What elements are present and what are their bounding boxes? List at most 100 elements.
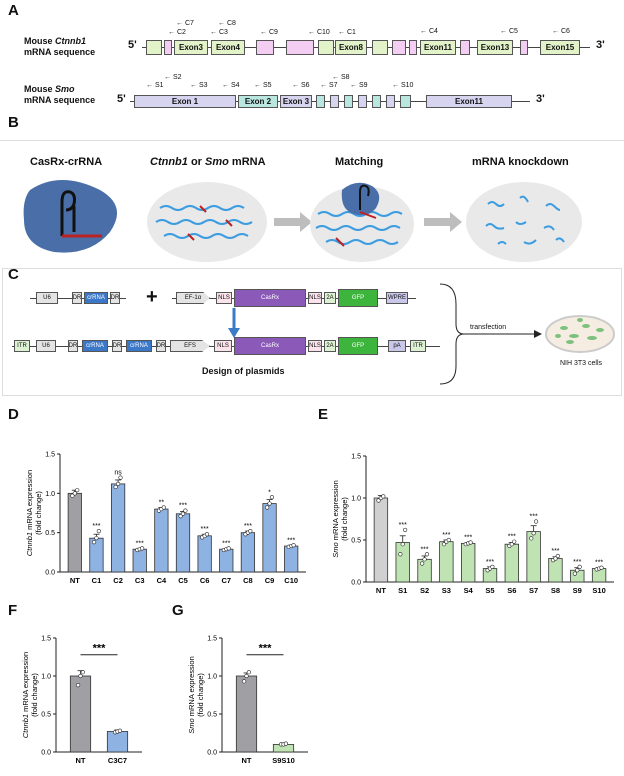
- x-tick-label: S3: [442, 586, 451, 595]
- primer-s2: ← S2: [164, 74, 182, 81]
- dr-element: DR: [72, 292, 82, 304]
- y-axis-label: Smo mRNA expression: [187, 656, 196, 734]
- data-point: [118, 475, 123, 480]
- ctnnb1-exon-box: [286, 40, 314, 55]
- panel-c-frame: [2, 268, 622, 396]
- bar: [197, 535, 212, 573]
- data-point: [599, 565, 604, 570]
- smo-exon11: Exon11: [426, 95, 512, 108]
- data-point: [248, 528, 253, 534]
- y-axis-rest: mRNA expression: [21, 652, 30, 714]
- y-tick-label: 0.5: [45, 530, 55, 537]
- bound-guide: [359, 211, 377, 219]
- y-tick-label: 1.5: [351, 454, 361, 461]
- bar: [395, 542, 410, 583]
- y-axis-label: Ctnnb1 mRNA expression: [25, 470, 34, 556]
- data-point: [72, 491, 77, 496]
- primer-s10: ← S10: [392, 82, 414, 89]
- bar: [548, 558, 563, 583]
- primer-s1: ← S1: [146, 82, 164, 89]
- petri-dish: [545, 315, 615, 353]
- data-point: [376, 498, 381, 503]
- bar: [262, 503, 277, 573]
- significance-label: **: [159, 499, 165, 506]
- target-site: [199, 205, 207, 213]
- primer-c7: ← C7: [176, 20, 194, 27]
- y-axis-unit: (fold change): [196, 673, 205, 717]
- u6-promoter: U6: [36, 340, 56, 352]
- x-tick-label: S6: [507, 586, 516, 595]
- bar: [439, 541, 454, 583]
- data-point: [80, 670, 85, 675]
- itr-element: ITR: [14, 340, 30, 352]
- primer-s7: ← S7: [320, 82, 338, 89]
- data-point: [96, 528, 101, 534]
- significance-label: ***: [201, 526, 209, 533]
- itr-element: ITR: [410, 340, 426, 352]
- cells-label: NIH 3T3 cells: [560, 360, 603, 367]
- data-point: [531, 531, 536, 536]
- data-point: [441, 542, 447, 547]
- nls-element: NLS: [308, 292, 322, 304]
- panel-label-c: C: [8, 266, 19, 283]
- smo-sequence-label: Mouse Smo mRNA sequence: [24, 84, 95, 106]
- transfection-label: transfection: [470, 324, 507, 331]
- x-tick-label: S4: [464, 586, 474, 595]
- y-axis-unit: (fold change): [30, 673, 39, 717]
- gfp-gene: GFP: [338, 289, 378, 307]
- wpre-element: WPRE: [386, 292, 408, 304]
- data-point: [78, 673, 83, 679]
- primer-c6: ← C6: [552, 28, 570, 35]
- y-tick-label: 1.5: [41, 636, 51, 643]
- bound-crrna-hairpin: [359, 184, 370, 210]
- data-point: [140, 546, 145, 551]
- significance-label: *: [268, 489, 271, 496]
- ctnnb1-exon15: Exon15: [540, 40, 580, 55]
- x-tick-label: S8: [551, 586, 560, 595]
- dr-element: DR: [110, 292, 120, 304]
- data-point: [424, 552, 430, 557]
- mrna-waves: [155, 205, 253, 239]
- bar: [106, 731, 129, 753]
- crrna-element: crRNA: [82, 340, 108, 352]
- x-tick-label: S5: [485, 586, 494, 595]
- x-tick-label: S9: [573, 586, 582, 595]
- smo-exon-box: [358, 95, 367, 108]
- y-axis-label: Ctnnb1 mRNA expression: [21, 652, 30, 738]
- bar: [132, 548, 147, 573]
- nls-element: NLS: [214, 340, 232, 352]
- primer-c4: ← C4: [420, 28, 438, 35]
- data-point: [113, 484, 118, 490]
- significance-label: ***: [464, 535, 472, 542]
- fragmented-mrna: [485, 195, 565, 245]
- panel-label-f: F: [8, 602, 18, 619]
- significance-label: ***: [530, 514, 538, 521]
- smo-gene-name: Smo: [55, 84, 75, 94]
- plus-sign: +: [146, 286, 158, 308]
- target-site: [335, 237, 345, 247]
- efs-promoter: EFS: [170, 340, 210, 352]
- smo-exon-box: [400, 95, 411, 108]
- y-axis-rest: mRNA expression: [331, 480, 340, 542]
- panel-label-d: D: [8, 406, 19, 423]
- bar: [219, 548, 234, 573]
- y-tick-label: 1.5: [207, 636, 217, 643]
- step-target-mrna: Ctnnb1 or Smo mRNA: [150, 156, 266, 168]
- casrx-gene: CasRx: [234, 337, 306, 355]
- data-point: [269, 495, 275, 500]
- x-tick-label: S2: [420, 586, 429, 595]
- y-tick-label: 0.0: [207, 750, 217, 757]
- ctnnb1-exon11: Exon11: [420, 40, 456, 55]
- x-tick-label: C9: [265, 576, 275, 585]
- casrx-protein-shape: [23, 180, 118, 253]
- smo-exon-box: [386, 95, 395, 108]
- y-tick-label: 1.0: [207, 674, 217, 681]
- significance-label: ***: [399, 522, 407, 529]
- significance-label: ***: [222, 540, 230, 547]
- dr-element: DR: [156, 340, 166, 352]
- significance-label: ***: [420, 546, 428, 553]
- smo-exon-box: [316, 95, 325, 108]
- panel-b-frame: [0, 140, 624, 264]
- ctnnb1-exon-box: [460, 40, 470, 55]
